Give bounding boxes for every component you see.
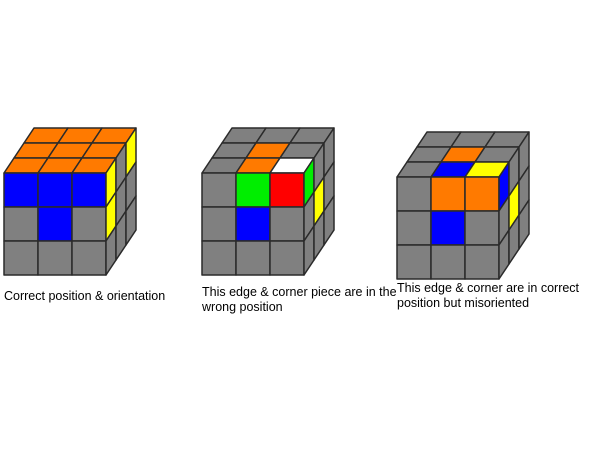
cube-1 xyxy=(3,127,137,276)
front-sticker-blue xyxy=(3,172,39,208)
front-sticker-gray xyxy=(430,244,466,280)
front-sticker-green xyxy=(235,172,271,208)
front-sticker-gray xyxy=(396,176,432,212)
front-sticker-gray xyxy=(396,244,432,280)
front-sticker-blue xyxy=(37,206,73,242)
front-sticker-blue xyxy=(71,172,107,208)
front-sticker-gray xyxy=(396,210,432,246)
front-sticker-gray xyxy=(201,206,237,242)
caption-wrong-position: This edge & corner piece are in the wron… xyxy=(202,285,397,314)
front-sticker-gray xyxy=(269,206,305,242)
front-sticker-gray xyxy=(269,240,305,276)
front-sticker-red xyxy=(269,172,305,208)
front-sticker-gray xyxy=(3,206,39,242)
front-sticker-orange xyxy=(430,176,466,212)
side-sticker-gray xyxy=(125,195,137,246)
front-sticker-gray xyxy=(201,172,237,208)
side-sticker-gray xyxy=(323,195,335,246)
front-sticker-gray xyxy=(71,240,107,276)
front-sticker-gray xyxy=(464,244,500,280)
front-sticker-blue xyxy=(430,210,466,246)
front-sticker-blue xyxy=(37,172,73,208)
cube-3 xyxy=(396,131,530,280)
caption-correct-position: Correct position & orientation xyxy=(4,289,166,303)
side-sticker-gray xyxy=(518,199,530,250)
front-sticker-gray xyxy=(464,210,500,246)
front-sticker-orange xyxy=(464,176,500,212)
cube-2 xyxy=(201,127,335,276)
front-sticker-gray xyxy=(3,240,39,276)
front-sticker-gray xyxy=(235,240,271,276)
caption-misoriented: This edge & corner are in correct positi… xyxy=(397,281,580,310)
front-sticker-gray xyxy=(71,206,107,242)
front-sticker-gray xyxy=(201,240,237,276)
front-sticker-gray xyxy=(37,240,73,276)
front-sticker-blue xyxy=(235,206,271,242)
